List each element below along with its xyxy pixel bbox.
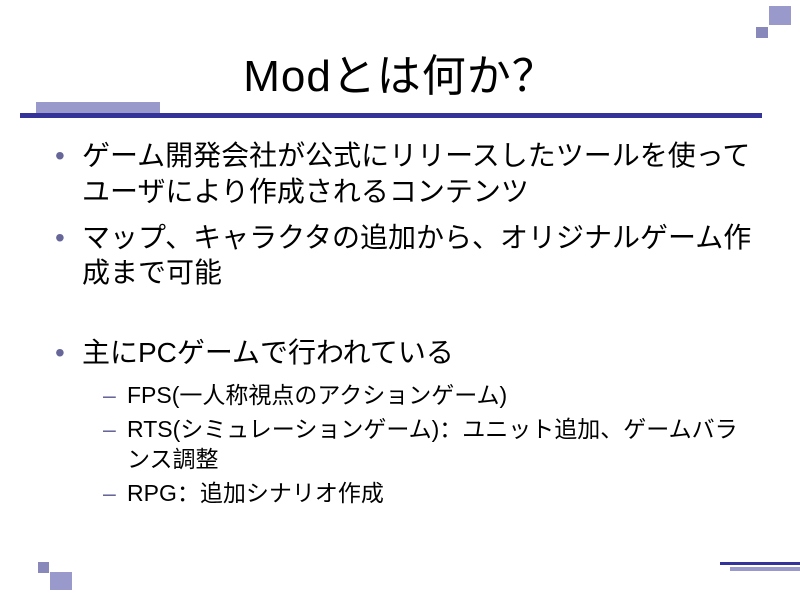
bullet-item: –FPS(一人称視点のアクションゲーム) xyxy=(55,381,755,411)
title-underline-rule xyxy=(20,113,762,118)
bullet-list: • ゲーム開発会社が公式にリリースしたツールを使ってユーザにより作成されるコンテン… xyxy=(55,138,755,513)
bullet-marker: • xyxy=(55,140,65,171)
corner-decoration-top-right-small-square xyxy=(756,27,768,38)
bullet-item: • マップ、キャラクタの追加から、オリジナルゲーム作成まで可能 xyxy=(55,220,755,292)
dash-marker: – xyxy=(103,382,116,409)
corner-decoration-bottom-left-large-square xyxy=(50,572,72,590)
bullet-item: –RPG：追加シナリオ作成 xyxy=(55,479,755,509)
corner-decoration-bottom-right-light-line xyxy=(730,567,800,571)
bullet-text: ゲーム開発会社が公式にリリースしたツールを使ってユーザにより作成されるコンテンツ xyxy=(82,140,751,207)
bullet-marker: • xyxy=(55,337,65,369)
slide-title: Modとは何か？ xyxy=(243,52,557,101)
dash-marker: – xyxy=(103,479,116,506)
bullet-marker: • xyxy=(55,221,65,253)
corner-decoration-top-right-large-square xyxy=(769,6,791,25)
bullet-text: 主にPCゲームで行われている xyxy=(82,337,454,369)
bullet-text: マップ、キャラクタの追加から、オリジナルゲーム作成まで可能 xyxy=(82,221,752,289)
bullet-item: –RTS(シミュレーションゲーム)：ユニット追加、ゲームバランス調整 xyxy=(55,415,755,475)
title-accent-bar xyxy=(36,102,160,113)
corner-decoration-bottom-left-small-square xyxy=(38,562,49,573)
bullet-item: • ゲーム開発会社が公式にリリースしたツールを使ってユーザにより作成されるコンテン… xyxy=(55,138,755,210)
bullet-text: RTS(シミュレーションゲーム)：ユニット追加、ゲームバランス調整 xyxy=(127,416,738,472)
bullet-text: FPS(一人称視点のアクションゲーム) xyxy=(127,382,508,409)
corner-decoration-bottom-right-dark-line xyxy=(720,562,800,565)
bullet-item: • 主にPCゲームで行われている xyxy=(55,335,755,371)
dash-marker: – xyxy=(103,416,116,443)
bullet-text: RPG：追加シナリオ作成 xyxy=(127,479,384,506)
